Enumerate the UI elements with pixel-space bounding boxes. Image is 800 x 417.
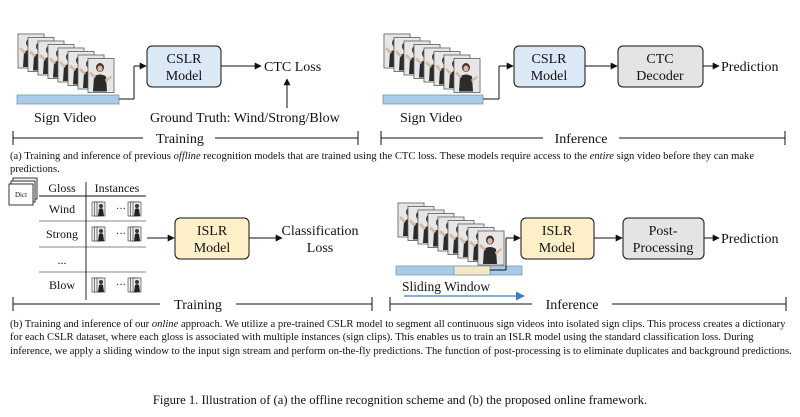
instance-thumbnail	[91, 201, 106, 217]
sliding-window-segment	[453, 265, 491, 276]
instance-thumbnail	[127, 226, 142, 242]
video-frame	[87, 58, 115, 93]
gloss-table: Gloss Instances Wind Strong ... Blow ···…	[39, 181, 146, 300]
b-infer-islr-label-1: ISLR	[542, 224, 573, 239]
a-infer-cslr-label-2: Model	[531, 69, 568, 84]
instances-ellipsis: ···	[116, 229, 126, 240]
b-infer-phase-label: Inference	[546, 298, 599, 313]
gloss-header: Gloss	[48, 181, 76, 195]
instance-thumbnail	[127, 201, 142, 217]
caption-a-em2: entire	[589, 151, 615, 162]
b-infer-video-stack	[395, 202, 523, 276]
a-train-phase-bracket	[12, 129, 359, 145]
instances-ellipsis: ···	[116, 280, 126, 291]
sliding-window-label: Sliding Window	[402, 279, 490, 294]
caption-a-part1: (a) Training and inference of previous	[10, 151, 174, 162]
a-train-video-stack	[16, 33, 120, 105]
b-train-islr-label-2: Model	[194, 241, 231, 256]
video-frame	[477, 230, 505, 266]
b-train-phase-bracket	[12, 295, 373, 311]
b-infer-islr-label-2: Model	[539, 241, 576, 256]
b-infer-post-label-1: Post-	[649, 224, 678, 239]
caption-b-part1: (b) Training and inference of our	[10, 319, 152, 330]
a-train-sign-video-label: Sign Video	[34, 111, 96, 126]
caption-b-em1: online	[151, 319, 179, 330]
figure-caption: Figure 1. Illustration of (a) the offlin…	[152, 393, 648, 407]
b-infer-prediction: Prediction	[721, 232, 779, 247]
b-infer-post-label-2: Processing	[633, 241, 694, 256]
a-infer-phase-label: Inference	[555, 132, 608, 147]
b-infer-phase-bracket	[389, 295, 787, 311]
a-infer-phase-bracket	[380, 129, 786, 145]
a-infer-decoder-label-1: CTC	[646, 52, 673, 67]
instances-header: Instances	[95, 181, 140, 195]
a-infer-video-stack	[382, 33, 484, 105]
instance-thumbnail	[91, 226, 106, 242]
gloss-row-wind: Wind	[49, 202, 75, 216]
gloss-row-blow: Blow	[49, 278, 75, 292]
a-train-video-bar	[16, 94, 120, 105]
a-train-cslr-label-2: Model	[166, 69, 203, 84]
instance-thumbnail	[91, 277, 106, 293]
b-train-phase-label: Training	[174, 298, 222, 313]
gloss-row-ellipsis: ...	[58, 253, 67, 267]
dict-icon-label: Dict	[15, 191, 27, 199]
a-train-cslr-label-1: CSLR	[166, 52, 202, 67]
a-train-phase-label: Training	[156, 132, 204, 147]
a-infer-cslr-label-1: CSLR	[531, 52, 567, 67]
caption-a: (a) Training and inference of previous o…	[10, 150, 792, 177]
a-train-ctc-loss: CTC Loss	[264, 60, 321, 75]
instances-ellipsis: ···	[116, 204, 126, 215]
a-infer-video-bar	[382, 94, 484, 105]
b-train-islr-label-1: ISLR	[197, 224, 228, 239]
a-train-ground-truth: Ground Truth: Wind/Strong/Blow	[150, 111, 341, 126]
video-frame	[453, 58, 481, 93]
gloss-row-strong: Strong	[46, 227, 78, 241]
a-infer-sign-video-label: Sign Video	[400, 111, 462, 126]
b-train-loss-label-2: Loss	[307, 241, 333, 256]
caption-a-part2: recognition models that are trained usin…	[200, 151, 590, 162]
caption-a-part3: sign video before they can make predicti…	[10, 151, 755, 176]
instance-thumbnail	[127, 277, 142, 293]
caption-b: (b) Training and inference of our online…	[10, 318, 792, 358]
caption-a-em1: offline	[173, 151, 201, 162]
a-infer-decoder-label-2: Decoder	[636, 69, 684, 84]
b-train-loss-label-1: Classification	[282, 224, 359, 239]
caption-b-part2: approach. We utilize a pre-trained CSLR …	[10, 319, 792, 357]
dict-icon: Dict	[8, 177, 38, 206]
a-infer-prediction: Prediction	[721, 60, 779, 75]
